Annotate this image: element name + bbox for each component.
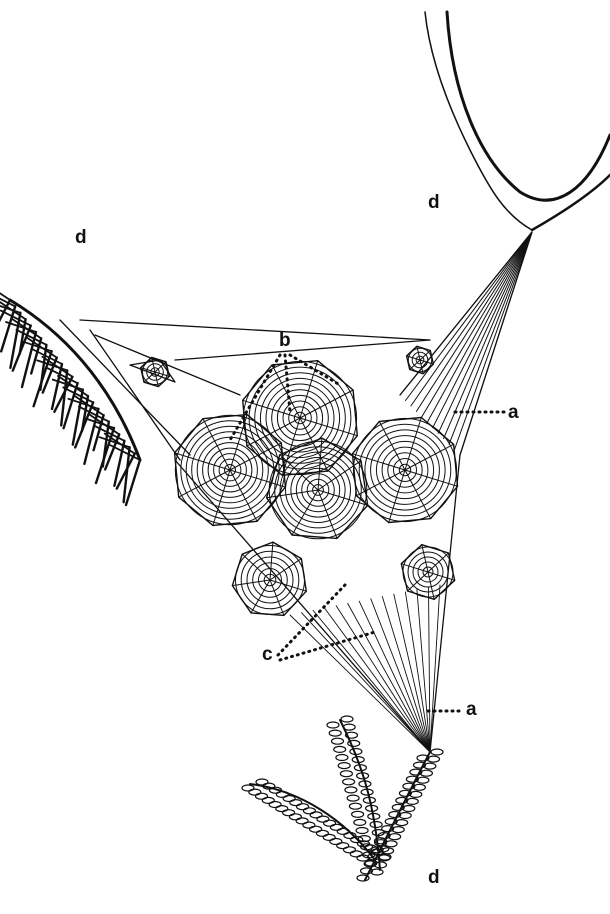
label-a-upper: a bbox=[508, 403, 519, 422]
label-d-bottom: d bbox=[428, 868, 440, 887]
orb-web bbox=[232, 542, 306, 615]
label-b: b bbox=[279, 331, 291, 350]
label-c: c bbox=[262, 645, 273, 664]
orb-web bbox=[353, 418, 458, 523]
label-d-top-right: d bbox=[428, 193, 440, 212]
label-d-left: d bbox=[75, 228, 87, 247]
orb-web bbox=[141, 357, 170, 386]
pine-branch bbox=[0, 280, 140, 505]
top-leaf bbox=[425, 12, 610, 230]
fern-plant bbox=[242, 716, 443, 881]
label-a-lower: a bbox=[466, 700, 477, 719]
orb-webs bbox=[141, 346, 458, 615]
orb-web bbox=[243, 361, 358, 476]
